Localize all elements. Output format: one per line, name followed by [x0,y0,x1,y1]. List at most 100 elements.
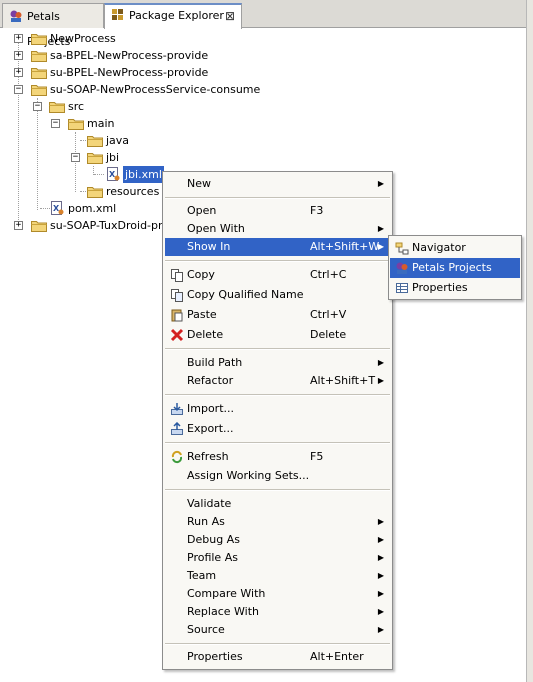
tree-item-label: pom.xml [68,202,117,215]
submenu-arrow-icon: ▶ [377,179,384,188]
tree-connector [37,98,38,210]
tab-label: Package Explorer [129,9,224,22]
menu-item-assign-working-sets[interactable]: Assign Working Sets... [165,467,390,485]
folder-icon [31,220,47,232]
menu-item-debug-as[interactable]: Debug As ▶ [165,531,390,549]
tree-item-label: sa-BPEL-NewProcess-provide [50,49,209,62]
menu-item-label: Build Path [187,356,243,369]
menu-item-label: Paste [187,308,217,321]
menu-item-label: Team [187,569,217,582]
menu-item-refactor[interactable]: Refactor Alt+Shift+T ▶ [165,372,390,390]
menu-item-shortcut: Delete [310,328,347,341]
tree-item-label: su-SOAP-NewProcessService-consume [50,83,261,96]
petals-icon [9,9,23,23]
tree-connector [80,140,86,141]
menu-item-shortcut: F5 [310,450,324,463]
collapse-icon[interactable]: − [51,118,60,128]
menu-item-shortcut: Alt+Enter [310,650,364,663]
show-in-submenu: Navigator Petals Projects Properties [388,235,522,300]
expand-icon[interactable]: + [14,67,23,77]
expand-icon[interactable]: + [14,50,23,60]
collapse-icon[interactable]: − [33,101,42,111]
menu-item-copy[interactable]: Copy Ctrl+C [165,266,390,284]
menu-item-export[interactable]: Export... [165,420,390,438]
menu-item-run-as[interactable]: Run As ▶ [165,513,390,531]
menu-separator [165,260,390,262]
menu-item-label: Import... [187,402,234,415]
menu-separator [165,394,390,396]
view-tab-bar: Petals Projects Package Explorer ⊠ [0,0,533,48]
menu-item-label: Copy Qualified Name [187,288,304,301]
menu-item-import[interactable]: Import... [165,400,390,418]
menu-item-refresh[interactable]: Refresh F5 [165,448,390,466]
menu-item-label: Source [187,623,225,636]
menu-item-label: Compare With [187,587,266,600]
tree-connector [75,132,76,192]
folder-icon [49,101,65,113]
tab-package-explorer[interactable]: Package Explorer ⊠ [104,3,242,29]
folder-icon [31,50,47,62]
tab-petals-projects[interactable]: Petals Projects [2,3,104,48]
submenu-arrow-icon: ▶ [377,358,384,367]
menu-item-label: New [187,177,211,190]
tree-item-label: su-BPEL-NewProcess-provide [50,66,209,79]
submenu-item-petals-projects[interactable]: Petals Projects [390,258,520,278]
menu-item-profile-as[interactable]: Profile As ▶ [165,549,390,567]
folder-icon [87,152,103,164]
folder-icon [68,118,84,130]
close-icon[interactable]: ⊠ [224,9,235,23]
menu-item-open-with[interactable]: Open With ▶ [165,220,390,238]
menu-separator [165,197,390,199]
menu-item-open[interactable]: Open F3 [165,202,390,220]
tree-item-label: resources [106,185,160,198]
menu-item-label: Open With [187,222,245,235]
menu-item-label: Replace With [187,605,259,618]
submenu-arrow-icon: ▶ [377,625,384,634]
menu-separator [165,348,390,350]
export-icon [171,422,183,435]
package-explorer-tree: + NewProcess + sa-BPEL-NewProcess-provid… [0,28,527,682]
menu-item-paste[interactable]: Paste Ctrl+V [165,306,390,324]
menu-item-label: Open [187,204,217,217]
expand-icon[interactable]: + [14,220,23,230]
menu-item-delete[interactable]: Delete Delete [165,326,390,344]
menu-item-source[interactable]: Source ▶ [165,621,390,639]
submenu-item-properties[interactable]: Properties [390,278,520,298]
collapse-icon[interactable]: − [14,84,23,94]
tree-item-label: java [106,134,130,147]
menu-item-label: Show In [187,240,231,253]
tree-item-label: main [87,117,115,130]
submenu-arrow-icon: ▶ [377,607,384,616]
menu-item-build-path[interactable]: Build Path ▶ [165,354,390,372]
paste-icon [171,309,183,322]
menu-item-label: Debug As [187,533,240,546]
folder-icon [87,186,103,198]
copy-icon [171,269,183,282]
tree-item-label: jbi [106,151,120,164]
xml-file-icon [50,201,64,215]
menu-item-show-in[interactable]: Show In Alt+Shift+W ▶ [165,238,390,256]
menu-item-shortcut: Ctrl+C [310,268,347,281]
tree-connector [93,166,94,175]
submenu-arrow-icon: ▶ [377,376,384,385]
menu-item-team[interactable]: Team ▶ [165,567,390,585]
menu-separator [165,489,390,491]
menu-item-label: Profile As [187,551,238,564]
collapse-icon[interactable]: − [71,152,80,162]
menu-item-replace-with[interactable]: Replace With ▶ [165,603,390,621]
submenu-item-navigator[interactable]: Navigator [390,238,520,258]
menu-item-validate[interactable]: Validate [165,495,390,513]
expand-icon[interactable]: + [14,33,23,43]
menu-item-compare-with[interactable]: Compare With ▶ [165,585,390,603]
menu-item-copy-qualified-name[interactable]: Copy Qualified Name [165,286,390,304]
menu-item-label: Copy [187,268,215,281]
submenu-arrow-icon: ▶ [377,589,384,598]
tree-item-label: NewProcess [50,32,116,45]
folder-icon [87,135,103,147]
navigator-icon [395,242,409,255]
folder-icon [31,84,47,96]
menu-item-properties[interactable]: Properties Alt+Enter [165,648,390,666]
menu-item-new[interactable]: New ▶ [165,175,390,193]
petals-icon [395,261,409,275]
submenu-item-label: Navigator [412,241,466,254]
